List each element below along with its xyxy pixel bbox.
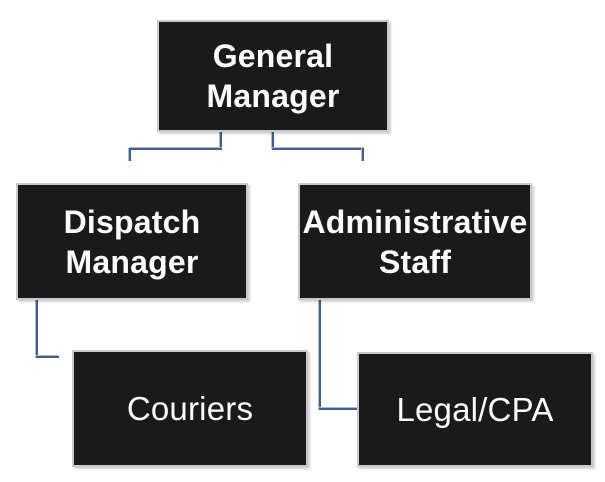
connector-gm-to-dispatch-drop bbox=[129, 148, 131, 161]
node-label-couriers: Couriers bbox=[126, 389, 254, 427]
org-node-general-manager: General Manager bbox=[157, 20, 389, 132]
org-node-couriers: Couriers bbox=[72, 350, 308, 467]
connector-gm-to-admin-horizontal bbox=[272, 148, 364, 150]
node-label-general-manager: General Manager bbox=[206, 38, 340, 114]
connector-gm-to-dispatch-horizontal bbox=[129, 148, 222, 150]
connector-admin-to-legal-vertical bbox=[319, 299, 321, 410]
org-node-legal-cpa: Legal/CPA bbox=[357, 352, 593, 467]
connector-dispatch-to-couriers-vertical bbox=[36, 299, 38, 358]
connector-gm-to-admin-stub bbox=[272, 131, 274, 149]
connector-gm-to-dispatch-stub bbox=[220, 131, 222, 149]
node-label-dispatch-manager: Dispatch Manager bbox=[63, 203, 201, 280]
node-label-legal-cpa: Legal/CPA bbox=[396, 390, 554, 428]
org-node-dispatch-manager: Dispatch Manager bbox=[16, 183, 248, 300]
org-node-administrative-staff: Administrative Staff bbox=[298, 183, 532, 300]
connector-gm-to-admin-drop bbox=[362, 148, 364, 161]
node-label-administrative-staff: Administrative Staff bbox=[302, 203, 528, 280]
connector-admin-to-legal-horizontal bbox=[319, 408, 359, 410]
connector-dispatch-to-couriers-horizontal bbox=[36, 356, 59, 358]
